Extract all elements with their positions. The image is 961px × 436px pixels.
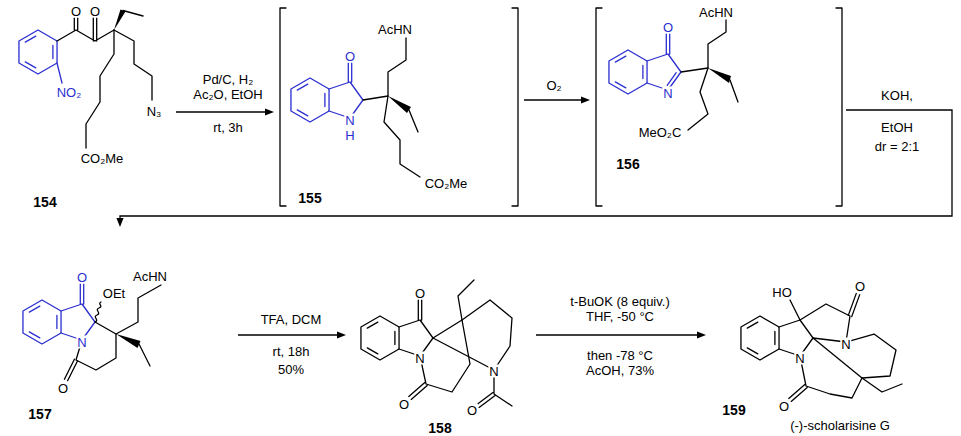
reagent-text: rt, 3h (213, 121, 243, 136)
atom-label: N (344, 114, 355, 127)
arrow-head (265, 108, 274, 115)
atom-label: NO₂ (56, 86, 83, 99)
compound-number: 155 (298, 190, 321, 206)
reaction-arrow (176, 108, 274, 115)
structure-154 (19, 10, 152, 149)
atom-label: N (840, 338, 851, 351)
atom-label: N (414, 352, 425, 365)
compound-number: 154 (33, 194, 56, 210)
reagent-text: rt, 18h (273, 345, 310, 360)
compound-region: 158 (352, 228, 530, 436)
atom-label: OEt (102, 287, 126, 300)
reaction-arrow (238, 331, 346, 338)
atom-label: O (89, 5, 101, 18)
atom-label: CO₂Me (80, 152, 125, 165)
arrow-line (524, 99, 582, 100)
arrow-line (176, 111, 266, 112)
reaction-arrow (116, 110, 952, 227)
atom-label: N (76, 336, 87, 349)
arrow-head (116, 218, 123, 227)
compound-name: (-)-scholarisine G (790, 419, 890, 434)
compound-region: 157 (0, 228, 232, 436)
structure-158 (361, 280, 512, 407)
compound-region: 154 (0, 0, 170, 214)
arrow-head (697, 331, 706, 338)
reagent-text: KOH, (881, 89, 913, 104)
reaction-arrow (536, 331, 706, 338)
structure-157 (23, 284, 161, 381)
structure-156 (596, 8, 842, 206)
reagent-text: dr = 2:1 (875, 140, 919, 155)
atom-label: MeO₂C (638, 126, 683, 139)
arrow-line (120, 110, 952, 219)
reagent-text: EtOH (881, 121, 913, 136)
arrow-head (337, 331, 346, 338)
atom-label: N₃ (146, 105, 163, 118)
compound-number: 156 (616, 156, 639, 172)
structure-159 (741, 293, 902, 401)
atom-label: O (398, 398, 410, 411)
atom-label: N (794, 352, 805, 365)
atom-label: O (854, 280, 866, 293)
atom-label: O (76, 271, 88, 284)
compound-region: 159 (-)-scholarisine G (712, 228, 961, 436)
compound-number: 158 (428, 420, 451, 436)
reagent-text: O₂ (546, 79, 561, 94)
compound-number: 159 (722, 402, 745, 418)
arrow-line (238, 334, 338, 335)
arrow-line (536, 334, 698, 335)
atom-label: O (466, 404, 478, 417)
reagent-text: TFA, DCM (261, 313, 322, 328)
atom-label: O (70, 5, 82, 18)
compound-region: 156 (596, 0, 842, 214)
atom-label: CO₂Me (424, 177, 469, 190)
arrow-head (581, 96, 590, 103)
reaction-arrow (524, 96, 590, 103)
compound-number: 157 (28, 406, 51, 422)
atom-label: O (778, 400, 790, 413)
atom-label: O (344, 50, 356, 63)
atom-label: O (662, 21, 674, 34)
atom-label: O (57, 382, 69, 395)
atom-label: AcHN (698, 6, 734, 19)
atom-label: AcHN (377, 23, 413, 36)
atom-label: HO (771, 286, 793, 299)
reagent-text: 50% (278, 363, 304, 378)
reagent-text: then -78 °C AcOH, 73% (575, 349, 665, 379)
atom-label: N (488, 365, 499, 378)
structure-155 (280, 8, 518, 206)
atom-label: O (414, 287, 426, 300)
atom-label: H (344, 129, 355, 142)
reagent-text: t-BuOK (8 equiv.) THF, -50 °C (557, 295, 683, 325)
atom-label: AcHN (132, 270, 168, 283)
reagent-text: Pd/C, H₂ Ac₂O, EtOH (189, 73, 267, 103)
atom-label: N (662, 87, 673, 100)
